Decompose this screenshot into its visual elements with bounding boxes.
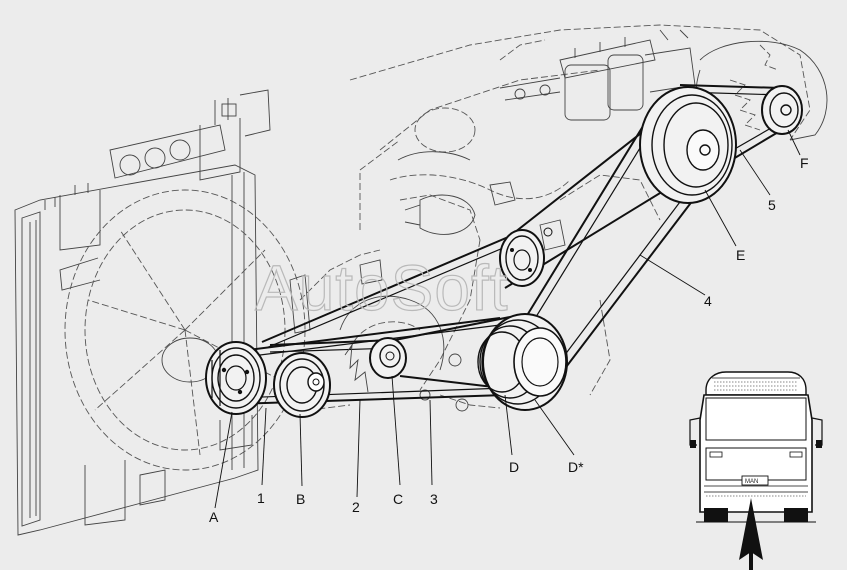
label-c: C [393,491,403,507]
pulley-a-crankshaft [205,341,267,415]
label-f: F [800,155,809,171]
plate-text: MAN [745,479,758,485]
label-d: D [509,459,519,475]
label-4: 4 [704,293,712,309]
label-1: 1 [257,490,265,506]
fuel-filter-housing [499,29,696,121]
leader-lines [214,129,801,509]
bus-rear-view-icon: MAN [689,371,823,570]
label-3: 3 [430,491,438,507]
label-5: 5 [768,197,776,213]
pulley-c-tensioner [344,337,407,393]
pulley-upper-idler [499,227,553,287]
view-direction-arrow-icon [739,498,763,560]
label-e: E [736,247,745,263]
pulley-d-water-pump [477,313,568,411]
label-2: 2 [352,499,360,515]
radiator [14,89,271,536]
pulley-f [761,85,803,135]
pulley-b-idler [273,352,331,418]
pulley-e [639,86,737,204]
cooling-fan [64,189,306,471]
label-d-star: D* [568,459,584,475]
label-a: A [209,509,219,525]
label-b: B [296,491,305,507]
watermark: AutoSoft [255,252,509,324]
